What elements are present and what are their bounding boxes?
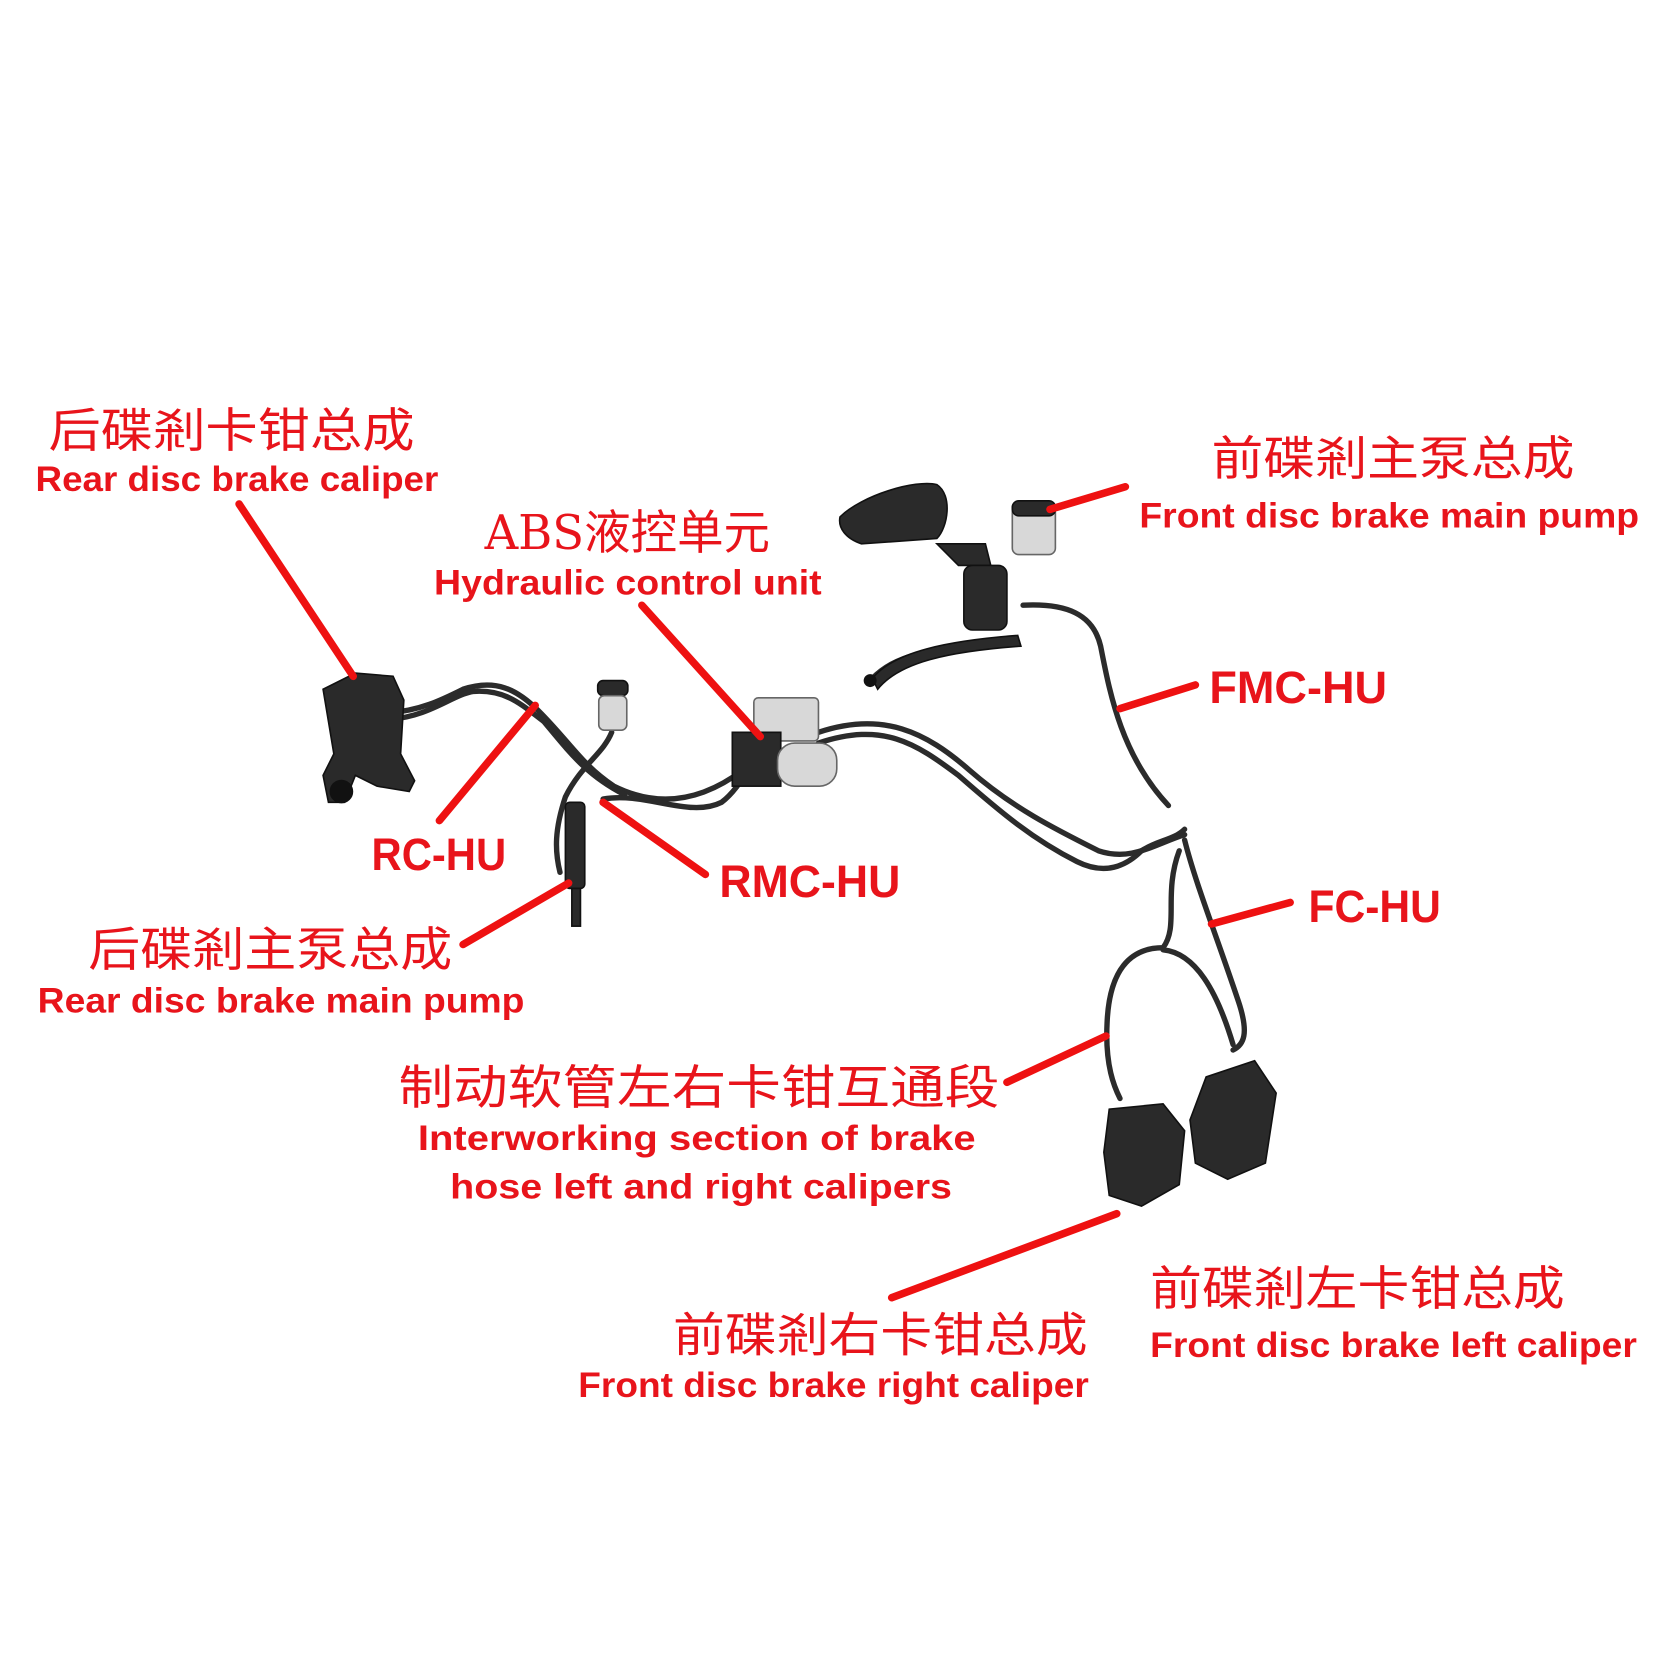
rear-main-pump-en: Rear disc brake main pump [38,980,525,1020]
front-main-pump-en: Front disc brake main pump [1139,496,1639,536]
main-hose-front [815,731,1188,872]
front-right-caliper-en: Front disc brake right caliper [578,1365,1089,1405]
rc-hu-label: RC-HU [372,829,507,880]
interworking-en-line1: Interworking section of brake [418,1118,976,1158]
fmc-hu-label: FMC-HU [1209,662,1387,713]
label-front-left-caliper: 前碟剎左卡钳总成 Front disc brake left caliper [1150,1262,1637,1365]
abs-unit-cn: ABS液控单元 [484,506,770,561]
rear-caliper-part [322,672,416,804]
leader-rear-caliper [235,500,357,681]
rc-hu-hose [385,682,746,802]
abs-unit-en: Hydraulic control unit [434,562,822,602]
abs-unit-part [731,697,838,787]
rear-main-pump-cn: 后碟剎主泵总成 [88,923,452,978]
leader-fmc-hu [1116,681,1200,713]
label-front-right-caliper: 前碟剎右卡钳总成 Front disc brake right caliper [578,1309,1089,1405]
rc-hu-hose-2 [387,688,628,798]
reservoir-hose [553,729,615,875]
label-front-main-pump: 前碟剎主泵总成 Front disc brake main pump [1139,432,1639,536]
front-main-pump-part [838,482,1057,691]
front-right-caliper-cn: 前碟剎右卡钳总成 [673,1309,1088,1364]
leader-rc-hu [435,701,539,825]
interworking-en-line2: hose left and right calipers [450,1167,952,1207]
front-left-caliper-en: Front disc brake left caliper [1150,1325,1637,1365]
front-main-pump-cn: 前碟剎主泵总成 [1212,432,1575,487]
rear-caliper-en: Rear disc brake caliper [36,459,439,499]
leader-front-main-pump [1046,483,1130,514]
fmc-hu-hose [1020,602,1172,809]
leader-fc-hu [1207,898,1294,928]
label-rear-main-pump: 后碟剎主泵总成 Rear disc brake main pump [38,923,525,1020]
leader-rear-main-pump [459,879,573,949]
rmc-hu-label: RMC-HU [719,856,900,907]
leader-abs-unit [638,601,765,741]
rear-main-pump-part [564,801,586,927]
leader-lines [235,483,1294,1302]
fc-hu-hose [1181,837,1248,1053]
brake-hoses [385,602,1248,1102]
leader-rmc-hu [599,798,710,879]
rear-caliper-cn: 后碟剎卡钳总成 [48,404,414,459]
leader-interworking [1003,1032,1110,1087]
interworking-hose-2 [1160,947,1236,1048]
rear-reservoir-part [596,679,629,731]
front-calipers-part [1103,1059,1277,1208]
interworking-hose [1104,848,1182,1102]
front-left-caliper-cn: 前碟剎左卡钳总成 [1150,1262,1565,1317]
label-rear-caliper: 后碟剎卡钳总成 Rear disc brake caliper [36,404,439,499]
label-interworking: 制动软管左右卡钳互通段 Interworking section of brak… [398,1061,999,1207]
interworking-cn: 制动软管左右卡钳互通段 [398,1061,999,1116]
leader-front-right-caliper [887,1209,1121,1302]
fc-hu-label: FC-HU [1308,881,1440,932]
main-hose-front-2 [815,721,1188,857]
label-abs-unit: ABS液控单元 Hydraulic control unit [434,506,822,602]
